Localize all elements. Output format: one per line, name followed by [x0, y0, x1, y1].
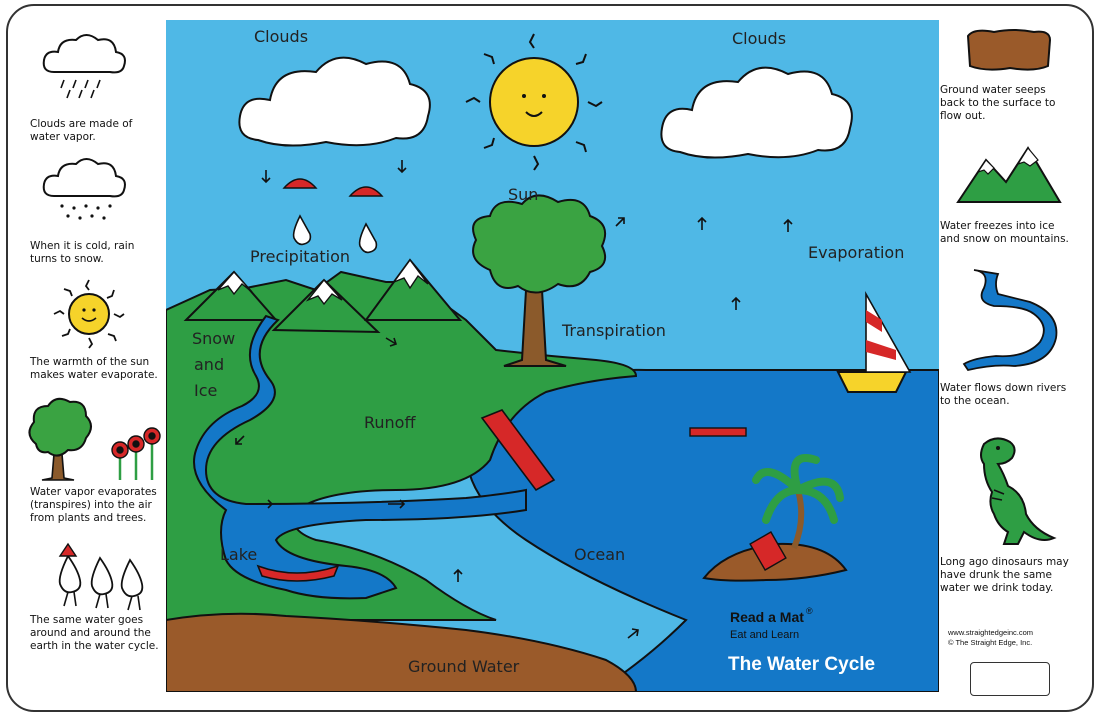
- snow-cap-middle: [305, 278, 343, 306]
- brand-title: The Water Cycle: [728, 654, 875, 675]
- label-ocean: Ocean: [574, 545, 625, 564]
- sun: [465, 33, 603, 171]
- label-precipitation: Precipitation: [250, 247, 350, 266]
- water-drop-friends-icon: [58, 542, 144, 611]
- cloud-left: [238, 56, 431, 147]
- label-and: and: [194, 355, 224, 374]
- mountain-icon: [956, 146, 1062, 203]
- brand-tagline: Eat and Learn: [730, 629, 799, 641]
- label-sun: Sun: [508, 185, 538, 204]
- tree-crown: [472, 194, 606, 294]
- mountain-middle: [271, 278, 381, 334]
- slide: [480, 409, 556, 492]
- dinosaur-icon: [980, 437, 1057, 545]
- label-snow: Snow: [192, 329, 235, 348]
- label-evaporation: Evaporation: [808, 243, 904, 262]
- label-ice: Ice: [194, 381, 217, 400]
- tree-flowers-icon: [28, 397, 161, 481]
- snow-cap-left: [217, 270, 253, 296]
- cloud-right: [660, 66, 853, 159]
- sailboat: [836, 290, 912, 393]
- beach-towel: [749, 531, 787, 571]
- caption-rivers-ocean: Water flows down rivers to the ocean.: [940, 382, 1067, 407]
- label-ground-water: Ground Water: [408, 657, 520, 676]
- river: [193, 314, 527, 600]
- left-info-column: Clouds are made of water vapor. When it …: [24, 16, 164, 696]
- caption-same-water: The same water goes around and around th…: [30, 614, 159, 652]
- caption-cold-snow: When it is cold, rain turns to snow.: [30, 240, 135, 265]
- right-info-column: Ground water seeps back to the surface t…: [934, 16, 1074, 696]
- snow-cap-right: [392, 258, 429, 290]
- mountain-left: [183, 270, 279, 321]
- ground: [166, 612, 638, 692]
- snow-cloud-icon: [42, 158, 126, 220]
- mountain-right: [364, 258, 463, 321]
- label-lake: Lake: [220, 545, 257, 564]
- label-runoff: Runoff: [364, 413, 416, 432]
- label-clouds-right: Clouds: [732, 29, 786, 48]
- parachute-drops: [282, 178, 384, 254]
- ground-block-icon: [966, 29, 1052, 71]
- brand-name: Read a Mat: [730, 609, 804, 625]
- copyright-text: © The Straight Edge, Inc.: [948, 638, 1033, 647]
- water-cycle-scene: Clouds Clouds Sun Precipitation Evaporat…: [166, 20, 939, 692]
- caption-transpires: Water vapor evaporates (transpires) into…: [30, 486, 157, 524]
- label-transpiration: Transpiration: [561, 321, 666, 340]
- caption-sun-evaporate: The warmth of the sun makes water evapor…: [30, 356, 158, 381]
- raft: [689, 427, 747, 437]
- palm-leaves: [752, 454, 844, 524]
- caption-ground-water-seeps: Ground water seeps back to the surface t…: [940, 84, 1056, 122]
- label-clouds-left: Clouds: [254, 27, 308, 46]
- small-sun-icon: [53, 279, 125, 349]
- rain-cloud-icon: [42, 34, 126, 99]
- caption-water-freezes: Water freezes into ice and snow on mount…: [940, 220, 1069, 245]
- sun-disc: [489, 57, 579, 147]
- canoe: [256, 564, 340, 582]
- caption-clouds-vapor: Clouds are made of water vapor.: [30, 118, 133, 143]
- flow-arrows: [235, 160, 793, 639]
- credits: www.straightedgeinc.com © The Straight E…: [948, 628, 1033, 648]
- caption-dinosaurs: Long ago dinosaurs may have drunk the sa…: [940, 556, 1069, 594]
- website-text: www.straightedgeinc.com: [948, 628, 1034, 637]
- river-icon: [962, 269, 1058, 372]
- name-box: [970, 662, 1050, 696]
- brand-registered-mark: ®: [806, 606, 813, 616]
- palm-trunk: [791, 489, 805, 550]
